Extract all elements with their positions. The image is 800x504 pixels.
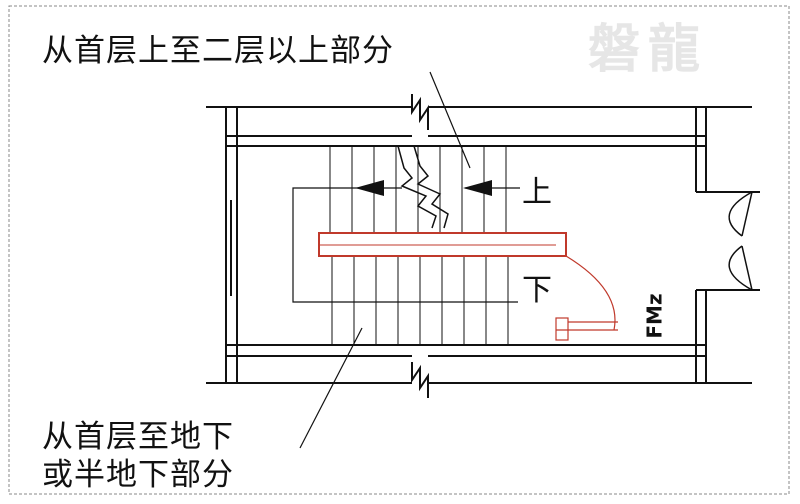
bottom-wall <box>206 344 752 398</box>
watermark: 磐龍 <box>588 19 709 80</box>
lower-flight-treads <box>331 256 509 345</box>
right-wall <box>695 107 760 383</box>
leader-lines <box>299 71 471 449</box>
label-lower-line2: 或半地下部分 <box>42 457 234 493</box>
stair-break-line <box>397 145 437 229</box>
label-lower-portion: 从首层至地下 或半地下部分 <box>42 418 234 494</box>
label-lower-line1: 从首层至地下 <box>42 419 234 455</box>
dashed-frame <box>8 5 790 495</box>
label-upper-portion: 从首层上至二层以上部分 <box>42 33 394 69</box>
label-down: 下 <box>522 273 552 308</box>
fire-door <box>555 255 618 341</box>
stair-break-line-2 <box>413 145 449 229</box>
left-wall <box>225 107 238 383</box>
direction-arrows <box>292 180 520 303</box>
top-wall <box>206 94 752 147</box>
label-door-code: FMz <box>642 293 667 339</box>
exterior-double-door <box>728 191 753 291</box>
label-up: 上 <box>522 175 552 210</box>
